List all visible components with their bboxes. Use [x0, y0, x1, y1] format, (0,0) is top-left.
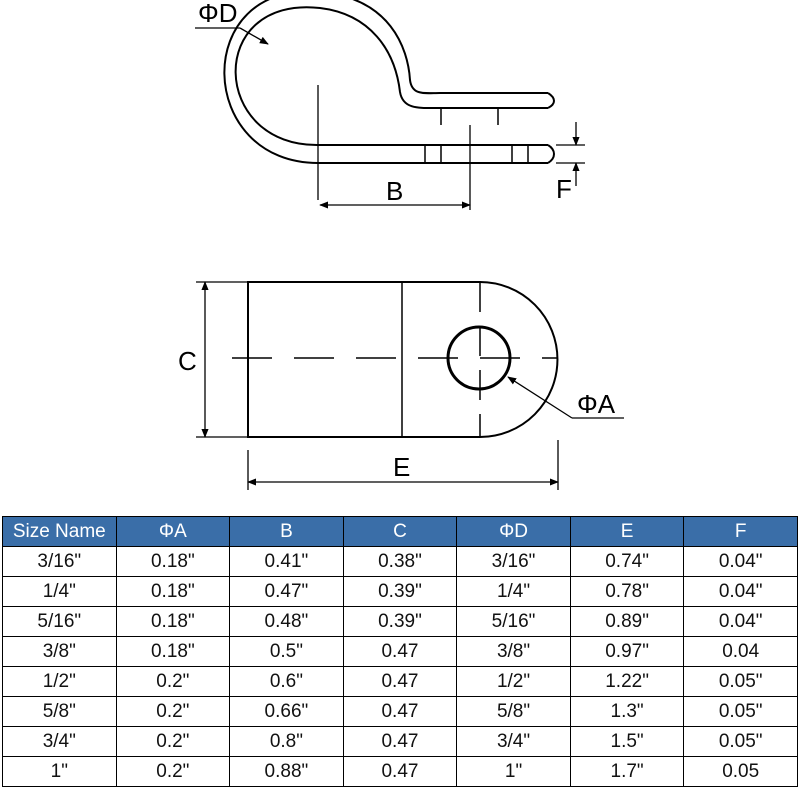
table-cell: 0.04"	[683, 576, 798, 607]
table-cell: 3/4"	[456, 726, 571, 757]
table-cell: 0.47	[342, 696, 458, 727]
table-row: 1/4"0.18"0.47"0.39"1/4"0.78"0.04"	[2, 576, 798, 607]
table-cell: 0.18"	[115, 606, 231, 637]
clamp-top-view	[247, 281, 559, 438]
top-view-outline	[247, 281, 559, 438]
table-cell: 0.74"	[569, 546, 685, 577]
table-cell: 0.47"	[229, 576, 344, 607]
table-cell: 0.41"	[229, 546, 344, 577]
table-cell: 3/16"	[2, 546, 117, 577]
table-cell: 1/4"	[456, 576, 571, 607]
column-header: ΦD	[456, 516, 571, 547]
table-cell: 0.47	[342, 756, 458, 787]
phi-d-label: ΦD	[198, 0, 238, 28]
table-row: 5/16"0.18"0.48"0.39"5/16"0.89"0.04"	[2, 606, 798, 637]
clamp-drawing: ΦD B F C ΦA E	[178, 0, 624, 490]
table-cell: 0.04"	[683, 546, 798, 577]
table-cell: 1.22"	[569, 666, 685, 697]
table-cell: 0.48"	[229, 606, 344, 637]
table-cell: 0.47	[342, 666, 458, 697]
clamp-outer-band	[234, 6, 548, 147]
table-cell: 0.05"	[683, 666, 798, 697]
column-header: F	[683, 516, 798, 547]
table-cell: 0.39"	[342, 606, 458, 637]
table-cell: 0.04"	[683, 606, 798, 637]
table-cell: 1/2"	[456, 666, 571, 697]
table-cell: 0.89"	[569, 606, 685, 637]
table-cell: 1.5"	[569, 726, 685, 757]
table-cell: 5/8"	[2, 696, 117, 727]
table-cell: 0.38"	[342, 546, 458, 577]
c-dimension	[196, 281, 248, 438]
table-cell: 0.04	[683, 636, 798, 667]
top-view-center-lines	[232, 282, 558, 437]
table-cell: 0.47	[342, 636, 458, 667]
table-cell: 3/8"	[456, 636, 571, 667]
clamp-inner-band	[223, 0, 548, 165]
table-cell: 0.18"	[115, 546, 231, 577]
b-label: B	[386, 176, 403, 206]
column-header: E	[569, 516, 685, 547]
column-header: C	[342, 516, 458, 547]
table-cell: 5/8"	[456, 696, 571, 727]
table-cell: 3/16"	[456, 546, 571, 577]
f-label: F	[556, 174, 572, 204]
table-cell: 0.18"	[115, 576, 231, 607]
column-header: B	[229, 516, 344, 547]
table-cell: 0.8"	[229, 726, 344, 757]
phi-a-leader	[507, 376, 624, 419]
b-dimension	[319, 125, 471, 210]
f-dimension	[556, 122, 585, 186]
table-cell: 0.2"	[115, 666, 231, 697]
c-label: C	[178, 346, 197, 376]
table-cell: 3/4"	[2, 726, 117, 757]
table-cell: 0.2"	[115, 726, 231, 757]
clamp-side-view	[223, 0, 555, 165]
table-cell: 0.5"	[229, 636, 344, 667]
table-cell: 0.05"	[683, 696, 798, 727]
table-cell: 0.2"	[115, 696, 231, 727]
clamp-tab-ends	[547, 92, 555, 164]
table-cell: 1"	[456, 756, 571, 787]
table-cell: 5/16"	[2, 606, 117, 637]
e-label: E	[393, 452, 410, 482]
table-cell: 0.78"	[569, 576, 685, 607]
table-cell: 1/4"	[2, 576, 117, 607]
table-cell: 0.88"	[229, 756, 344, 787]
table-body: 3/16"0.18"0.41"0.38"3/16"0.74"0.04"1/4"0…	[2, 546, 798, 787]
table-cell: 0.05	[683, 756, 798, 787]
column-header: ΦA	[115, 516, 231, 547]
table-cell: 1.7"	[569, 756, 685, 787]
table-cell: 5/16"	[456, 606, 571, 637]
table-cell: 1.3"	[569, 696, 685, 727]
table-cell: 3/8"	[2, 636, 117, 667]
table-cell: 0.39"	[342, 576, 458, 607]
phi-d-leader	[195, 27, 269, 45]
table-cell: 0.66"	[229, 696, 344, 727]
phi-a-label: ΦA	[577, 389, 616, 419]
table-row: 3/16"0.18"0.41"0.38"3/16"0.74"0.04"	[2, 546, 798, 577]
table-cell: 0.05"	[683, 726, 798, 757]
table-cell: 0.97"	[569, 636, 685, 667]
table-cell: 0.47	[342, 726, 458, 757]
e-dimension	[247, 440, 559, 490]
table-cell: 1"	[2, 756, 117, 787]
table-cell: 0.18"	[115, 636, 231, 667]
column-header: Size Name	[2, 516, 117, 547]
table-cell: 0.6"	[229, 666, 344, 697]
table-cell: 1/2"	[2, 666, 117, 697]
table-cell: 0.2"	[115, 756, 231, 787]
